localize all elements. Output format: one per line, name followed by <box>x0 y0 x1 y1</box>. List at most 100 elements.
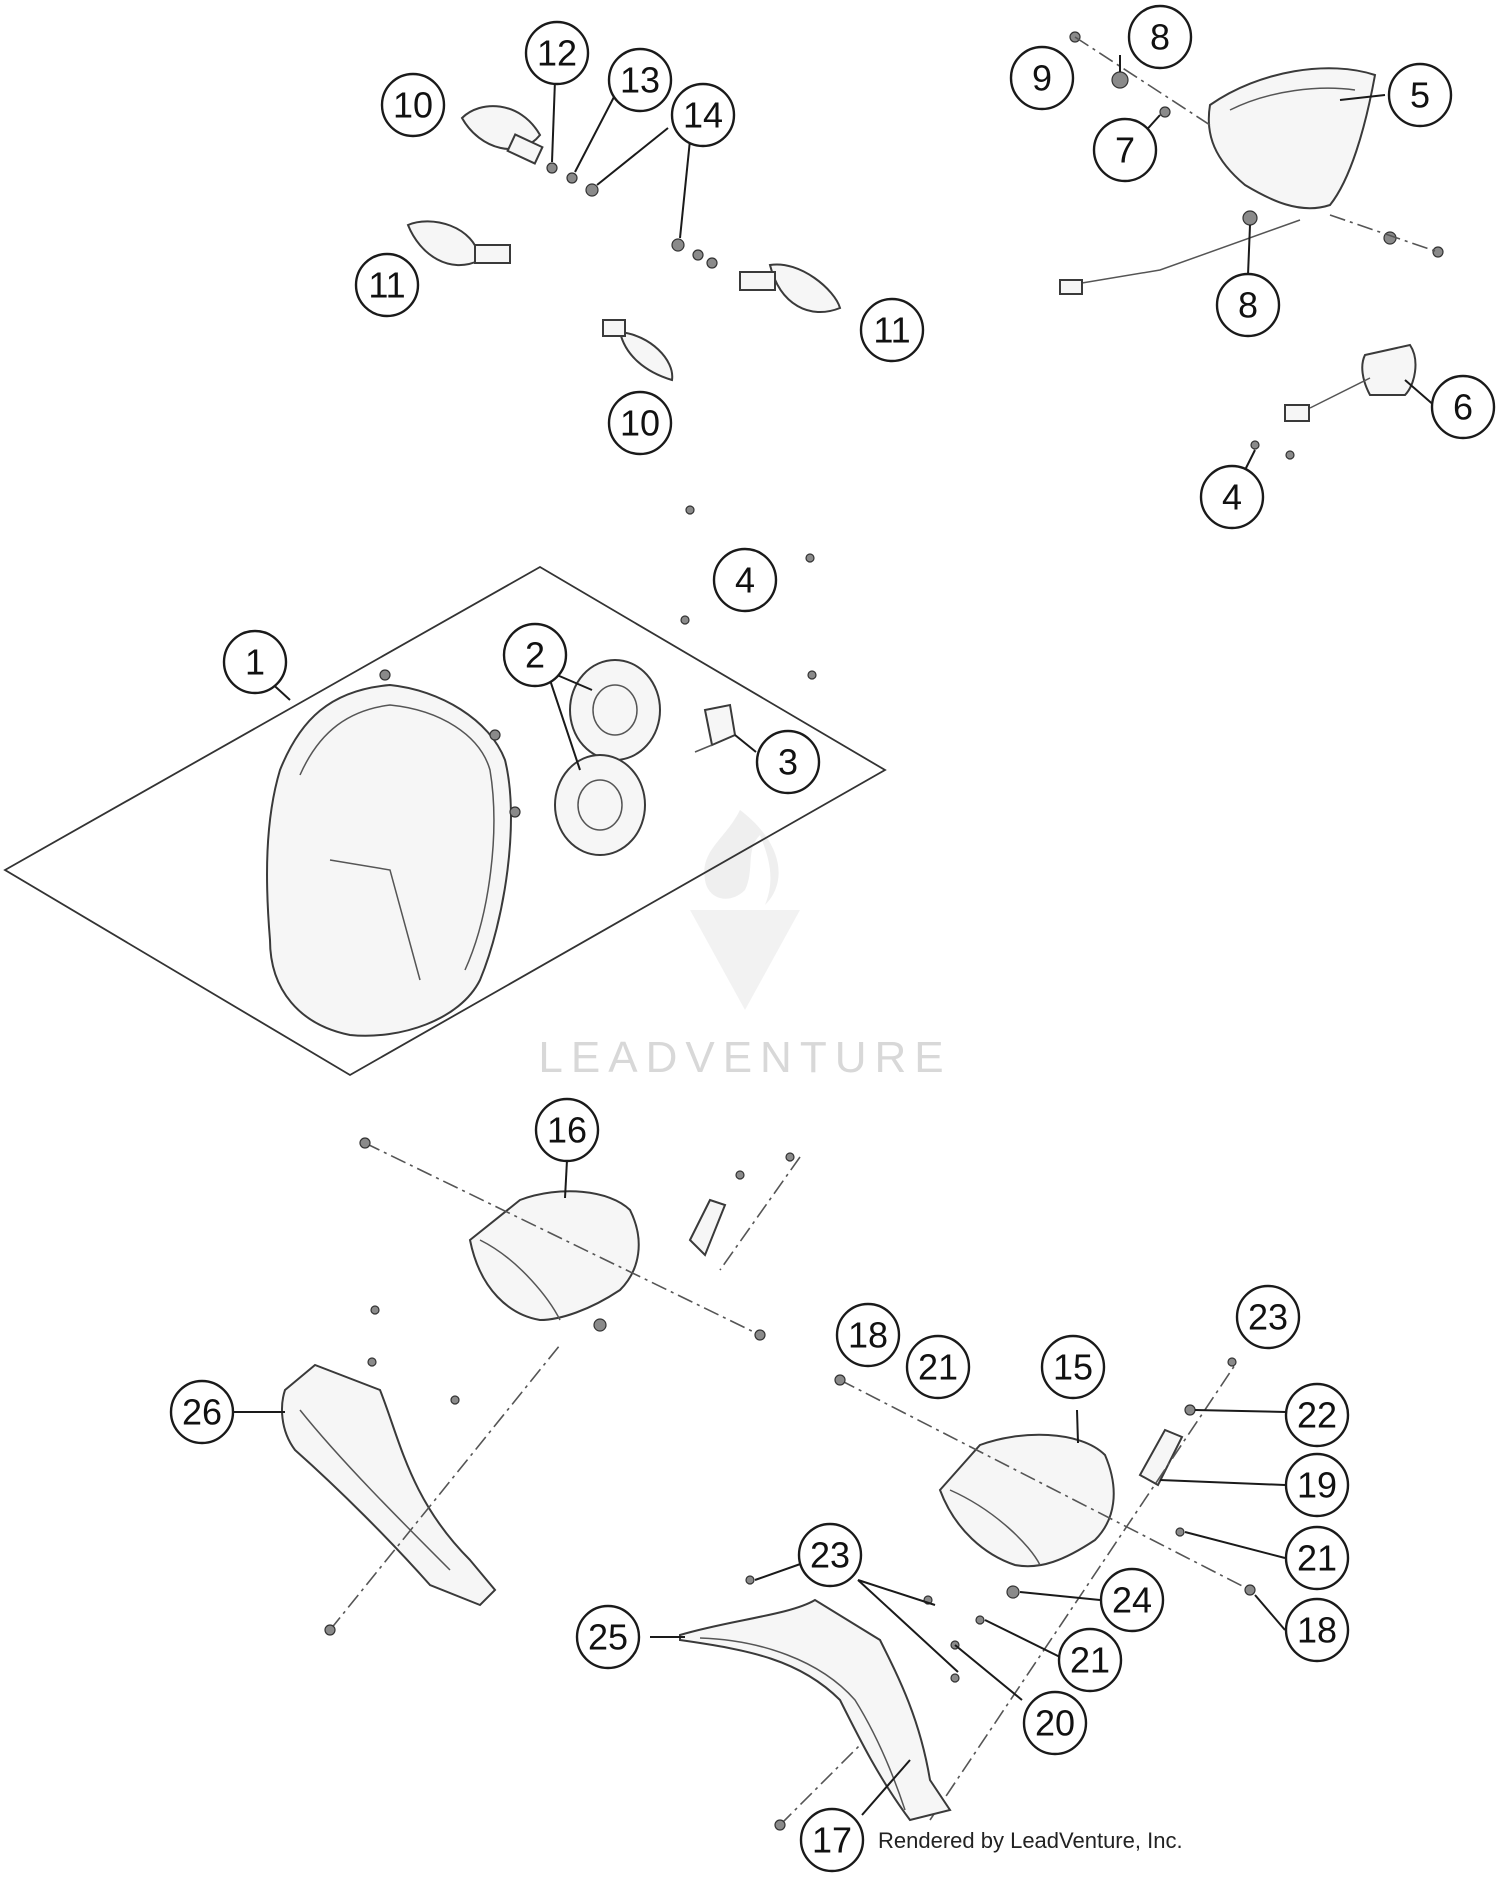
svg-text:23: 23 <box>1248 1297 1288 1338</box>
bolt <box>774 1819 786 1831</box>
callout-21-extra: 21 <box>1070 1640 1110 1681</box>
credit-text: Rendered by LeadVenture, Inc. <box>878 1828 1183 1853</box>
callout-23-top: 23 <box>1235 1284 1301 1350</box>
screw <box>950 1673 960 1683</box>
callout-4-extra: 4 <box>735 560 755 601</box>
callout-21-right: 21 <box>1284 1525 1350 1591</box>
callout-25: 25 <box>575 1604 641 1670</box>
svg-text:8: 8 <box>1238 285 1258 326</box>
callout-22: 22 <box>1284 1382 1350 1448</box>
callout-12: 12 <box>524 20 590 86</box>
svg-text:9: 9 <box>1032 58 1052 99</box>
callout-18-top: 18 <box>835 1302 901 1368</box>
bolt <box>1432 246 1444 258</box>
callout-16: 16 <box>534 1097 600 1163</box>
svg-text:14: 14 <box>683 95 723 136</box>
svg-text:16: 16 <box>547 1110 587 1151</box>
svg-text:8: 8 <box>1150 17 1170 58</box>
callout-7: 7 <box>1092 117 1158 183</box>
nut <box>585 183 599 197</box>
callout-1: 1 <box>222 629 288 695</box>
turn-signal-front-left <box>460 105 544 165</box>
callout-11-left: 11 <box>354 252 420 318</box>
auxiliary-light-lower <box>938 1433 1115 1568</box>
callout-13: 13 <box>607 47 673 113</box>
rubber-grommet <box>1111 71 1129 89</box>
screw <box>1227 1357 1237 1367</box>
svg-text:4: 4 <box>1222 477 1242 518</box>
turn-signal-rear-left <box>406 220 511 266</box>
svg-text:18: 18 <box>1297 1610 1337 1651</box>
svg-text:21: 21 <box>1070 1640 1110 1681</box>
washer <box>1184 1404 1196 1416</box>
o-ring <box>546 162 558 174</box>
washer <box>975 1615 985 1625</box>
callout-6: 6 <box>1430 374 1496 440</box>
svg-text:18: 18 <box>848 1315 888 1356</box>
spacer <box>1006 1585 1020 1599</box>
watermark-text: LEADVENTURE <box>538 1033 951 1082</box>
auxiliary-light-bracket-left <box>281 1363 497 1607</box>
bolt <box>754 1329 766 1341</box>
callout-20: 20 <box>1022 1690 1088 1756</box>
washer <box>706 257 718 269</box>
svg-text:11: 11 <box>873 310 910 351</box>
washer <box>1159 106 1171 118</box>
tail-light <box>1059 67 1377 295</box>
svg-text:3: 3 <box>778 742 798 783</box>
watermark-logo <box>690 810 800 1010</box>
screw <box>785 1152 795 1162</box>
callout-8-bottom: 8 <box>1215 272 1281 338</box>
callout-4-middle: 4 <box>712 547 778 613</box>
svg-text:21: 21 <box>918 1347 958 1388</box>
washer <box>1175 1527 1185 1537</box>
auxiliary-light-upper <box>468 1190 640 1332</box>
svg-text:24: 24 <box>1112 1580 1152 1621</box>
svg-text:6: 6 <box>1453 387 1473 428</box>
headlight-housing <box>266 669 521 1037</box>
bolt <box>834 1374 846 1386</box>
screw <box>367 1357 377 1367</box>
svg-text:11: 11 <box>368 265 405 306</box>
nut <box>671 238 685 252</box>
callout-10-bottom: 10 <box>607 390 673 456</box>
turn-signal-front-right <box>602 319 674 382</box>
screw <box>745 1575 755 1585</box>
callout-26: 26 <box>169 1379 235 1445</box>
callout-9: 9 <box>1009 45 1075 111</box>
callout-14: 14 <box>670 82 736 148</box>
callout-10-top: 10 <box>380 72 446 138</box>
bolt <box>324 1624 336 1636</box>
svg-text:4: 4 <box>735 560 755 601</box>
mounting-bracket-upper <box>688 1198 727 1257</box>
svg-text:12: 12 <box>537 33 577 74</box>
callout-21-lower: 21 <box>1057 1627 1123 1693</box>
rubber-grommet <box>1242 210 1258 226</box>
svg-text:25: 25 <box>588 1617 628 1658</box>
svg-text:10: 10 <box>393 85 433 126</box>
bulb-holder-upper <box>569 659 661 761</box>
screw <box>735 1170 745 1180</box>
callout-17: 17 <box>799 1807 865 1873</box>
svg-text:26: 26 <box>182 1392 222 1433</box>
callout-23-lower: 23 <box>797 1522 863 1588</box>
washer <box>566 172 578 184</box>
svg-text:2: 2 <box>525 635 545 676</box>
callout-2: 2 <box>502 622 568 688</box>
screw <box>1250 440 1260 450</box>
callout-3: 3 <box>755 729 821 795</box>
license-plate-light <box>1284 343 1417 422</box>
bulb <box>694 703 737 753</box>
headlight-kit-frame <box>3 565 887 1077</box>
svg-text:1: 1 <box>245 642 265 683</box>
screw <box>450 1395 460 1405</box>
auxiliary-light-bracket-right <box>679 1598 952 1822</box>
callout-15: 15 <box>1040 1334 1106 1400</box>
svg-text:20: 20 <box>1035 1703 1075 1744</box>
bolt <box>1244 1584 1256 1596</box>
svg-text:19: 19 <box>1297 1465 1337 1506</box>
bolt <box>359 1137 371 1149</box>
callout-21-top: 21 <box>905 1334 971 1400</box>
svg-text:13: 13 <box>620 60 660 101</box>
